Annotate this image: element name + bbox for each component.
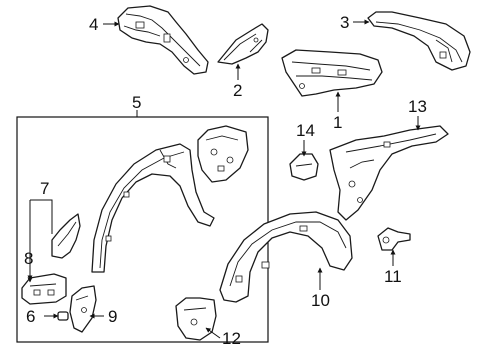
part-10-wheelhouse-liner <box>219 211 353 303</box>
callout-1: 1 <box>333 113 342 132</box>
callout-6: 6 <box>26 307 35 326</box>
part-7-reinforcement <box>51 213 81 259</box>
callout-11: 11 <box>384 267 402 286</box>
part-14-clip <box>289 153 319 181</box>
part-5-upper-bracket <box>197 125 249 183</box>
leader-lines <box>27 19 421 339</box>
callout-10: 10 <box>311 291 330 310</box>
callout-9: 9 <box>108 307 117 326</box>
part-13-brace <box>329 125 449 221</box>
callout-4: 4 <box>89 15 98 34</box>
part-6-plug <box>57 311 69 321</box>
leader-12 <box>205 327 221 339</box>
part-1-panel <box>281 49 383 97</box>
leader-7 <box>30 199 53 234</box>
callout-13: 13 <box>408 97 427 116</box>
callout-5: 5 <box>132 93 141 112</box>
part-12-bracket <box>175 297 217 341</box>
part-4-inner-panel <box>117 5 209 75</box>
part-9-bracket <box>69 285 97 333</box>
part-8-bracket <box>21 273 67 305</box>
callout-2: 2 <box>233 81 242 100</box>
callout-3: 3 <box>340 13 349 32</box>
callout-labels: 1 2 3 4 5 6 7 8 9 10 11 12 13 14 <box>24 13 427 348</box>
part-5-wheelhouse-arch <box>91 143 215 273</box>
part-11-fastener <box>377 227 411 251</box>
part-2-bracket <box>217 23 269 65</box>
callout-12: 12 <box>222 329 241 348</box>
callout-8: 8 <box>24 249 33 268</box>
callout-14: 14 <box>296 121 315 140</box>
part-3-rail <box>367 11 471 71</box>
callout-7: 7 <box>40 179 49 198</box>
